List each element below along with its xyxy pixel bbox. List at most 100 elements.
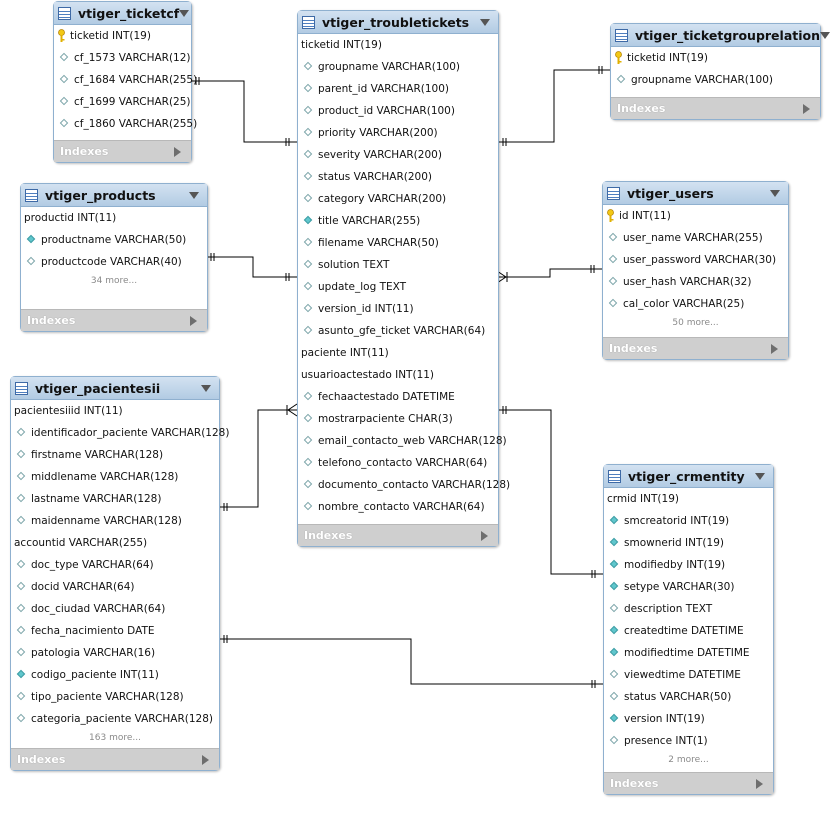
column-row[interactable]: middlename VARCHAR(128) [11, 466, 219, 488]
column-row[interactable]: pacientesiiid INT(11) [11, 400, 219, 422]
more-columns-label[interactable]: 163 more... [89, 733, 141, 743]
column-row[interactable]: codigo_paciente INT(11) [11, 664, 219, 686]
column-row[interactable]: usuarioactestado INT(11) [298, 364, 498, 386]
indexes-section[interactable]: Indexes [21, 309, 207, 331]
collapse-arrow-icon[interactable] [820, 31, 830, 39]
table-header[interactable]: vtiger_users [603, 182, 788, 205]
column-row[interactable]: doc_ciudad VARCHAR(64) [11, 598, 219, 620]
column-row[interactable]: doc_type VARCHAR(64) [11, 554, 219, 576]
more-columns-label[interactable]: 34 more... [90, 276, 138, 286]
indexes-section[interactable]: Indexes [603, 337, 788, 359]
collapse-arrow-icon[interactable] [755, 472, 765, 480]
indexes-section[interactable]: Indexes [611, 97, 820, 119]
column-row[interactable]: title VARCHAR(255) [298, 210, 498, 232]
indexes-section[interactable]: Indexes [54, 140, 191, 162]
table-header[interactable]: vtiger_products [21, 184, 207, 207]
more-columns-label[interactable]: 2 more... [668, 755, 709, 765]
column-row[interactable]: version INT(19) [604, 708, 773, 730]
column-row[interactable]: telefono_contacto VARCHAR(64) [298, 452, 498, 474]
table-header[interactable]: vtiger_ticketcf [54, 2, 191, 25]
column-row[interactable]: groupname VARCHAR(100) [298, 56, 498, 78]
column-row[interactable]: createdtime DATETIME [604, 620, 773, 642]
column-row[interactable]: firstname VARCHAR(128) [11, 444, 219, 466]
column-row[interactable]: productcode VARCHAR(40) [21, 251, 207, 273]
column-row[interactable]: fecha_nacimiento DATE [11, 620, 219, 642]
column-row[interactable]: setype VARCHAR(30) [604, 576, 773, 598]
column-row[interactable]: maidenname VARCHAR(128) [11, 510, 219, 532]
column-row[interactable]: groupname VARCHAR(100) [611, 69, 820, 91]
expand-arrow-icon[interactable] [803, 103, 810, 114]
column-row[interactable]: status VARCHAR(50) [604, 686, 773, 708]
collapse-arrow-icon[interactable] [189, 191, 199, 199]
column-row[interactable]: priority VARCHAR(200) [298, 122, 498, 144]
column-row[interactable]: nombre_contacto VARCHAR(64) [298, 496, 498, 518]
column-row[interactable]: presence INT(1) [604, 730, 773, 752]
column-row[interactable]: filename VARCHAR(50) [298, 232, 498, 254]
column-row[interactable]: cf_1573 VARCHAR(12) [54, 47, 191, 69]
column-row[interactable]: cf_1860 VARCHAR(255) [54, 113, 197, 135]
column-row[interactable]: smownerid INT(19) [604, 532, 773, 554]
column-row[interactable]: accountid VARCHAR(255) [11, 532, 219, 554]
expand-arrow-icon[interactable] [202, 754, 209, 765]
column-row[interactable]: ticketid INT(19) [298, 34, 498, 56]
column-row[interactable]: patologia VARCHAR(16) [11, 642, 219, 664]
column-row[interactable]: user_name VARCHAR(255) [603, 227, 788, 249]
column-row[interactable]: ticketid INT(19) [54, 25, 191, 47]
column-row[interactable]: category VARCHAR(200) [298, 188, 498, 210]
column-row[interactable]: product_id VARCHAR(100) [298, 100, 498, 122]
column-row[interactable]: cf_1684 VARCHAR(255) [54, 69, 197, 91]
column-row[interactable]: version_id INT(11) [298, 298, 498, 320]
column-row[interactable]: cal_color VARCHAR(25) [603, 293, 788, 315]
column-row[interactable]: fechaactestado DATETIME [298, 386, 498, 408]
expand-arrow-icon[interactable] [190, 315, 197, 326]
collapse-arrow-icon[interactable] [480, 18, 490, 26]
indexes-section[interactable]: Indexes [11, 748, 219, 770]
column-row[interactable]: modifiedtime DATETIME [604, 642, 773, 664]
column-row[interactable]: asunto_gfe_ticket VARCHAR(64) [298, 320, 498, 342]
collapse-arrow-icon[interactable] [201, 384, 211, 392]
column-row[interactable]: documento_contacto VARCHAR(128) [298, 474, 510, 496]
column-row[interactable]: docid VARCHAR(64) [11, 576, 219, 598]
column-row[interactable]: identificador_paciente VARCHAR(128) [11, 422, 229, 444]
column-row[interactable]: solution TEXT [298, 254, 498, 276]
column-row[interactable]: ticketid INT(19) [611, 47, 820, 69]
column-row[interactable]: paciente INT(11) [298, 342, 498, 364]
column-row[interactable]: lastname VARCHAR(128) [11, 488, 219, 510]
expand-arrow-icon[interactable] [481, 530, 488, 541]
expand-arrow-icon[interactable] [756, 778, 763, 789]
table-header[interactable]: vtiger_crmentity [604, 465, 773, 488]
column-row[interactable]: status VARCHAR(200) [298, 166, 498, 188]
column-row[interactable]: tipo_paciente VARCHAR(128) [11, 686, 219, 708]
column-row[interactable]: parent_id VARCHAR(100) [298, 78, 498, 100]
table-header[interactable]: vtiger_troubletickets [298, 11, 498, 34]
column-row[interactable]: id INT(11) [603, 205, 788, 227]
column-row[interactable]: email_contacto_web VARCHAR(128) [298, 430, 507, 452]
more-columns-label[interactable]: 50 more... [672, 318, 719, 328]
column-row[interactable]: user_hash VARCHAR(32) [603, 271, 788, 293]
expand-arrow-icon[interactable] [174, 146, 181, 157]
column-row[interactable]: cf_1699 VARCHAR(25) [54, 91, 191, 113]
column-row[interactable]: productid INT(11) [21, 207, 207, 229]
expand-arrow-icon[interactable] [771, 343, 778, 354]
table-header[interactable]: vtiger_ticketgrouprelation [611, 24, 830, 47]
column-row[interactable]: description TEXT [604, 598, 773, 620]
column-row[interactable]: severity VARCHAR(200) [298, 144, 498, 166]
column-row[interactable]: productname VARCHAR(50) [21, 229, 207, 251]
indexes-section[interactable]: Indexes [604, 772, 773, 794]
column-row[interactable]: crmid INT(19) [604, 488, 773, 510]
column-row[interactable]: update_log TEXT [298, 276, 498, 298]
column-row[interactable]: modifiedby INT(19) [604, 554, 773, 576]
indexes-section[interactable]: Indexes [298, 524, 498, 546]
column-row[interactable]: mostrarpaciente CHAR(3) [298, 408, 498, 430]
table-header[interactable]: vtiger_pacientesii [11, 377, 219, 400]
column-row[interactable]: viewedtime DATETIME [604, 664, 773, 686]
collapse-arrow-icon[interactable] [770, 189, 780, 197]
column-row[interactable]: smcreatorid INT(19) [604, 510, 773, 532]
collapse-arrow-icon[interactable] [179, 9, 190, 17]
